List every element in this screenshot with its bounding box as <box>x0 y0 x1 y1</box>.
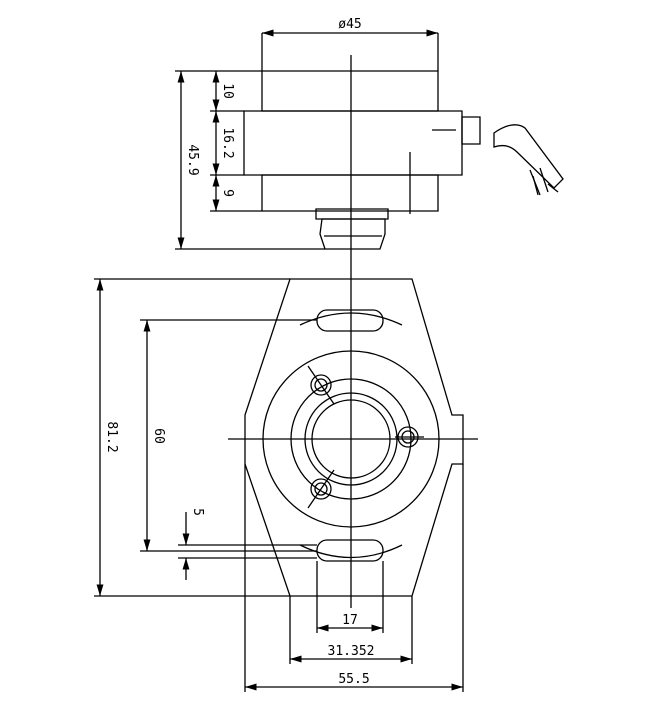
dim-slot-width: 5 <box>190 508 205 516</box>
top-dimensions <box>175 29 438 249</box>
dim-height-bottom: 9 <box>220 189 235 197</box>
connector-body <box>320 219 385 249</box>
dim-top-diameter: ø45 <box>338 17 361 32</box>
cylinder-top <box>262 71 438 111</box>
dim-slot-spacing: 60 <box>151 428 166 444</box>
body-outline <box>245 279 463 596</box>
dim-overall-width: 55.5 <box>338 672 369 687</box>
dim-height-total: 45.9 <box>185 144 200 175</box>
dim-slot-length: 17 <box>342 613 358 628</box>
cylinder-flange <box>244 111 462 175</box>
dim-base-width: 31.352 <box>328 644 375 659</box>
cable-stub <box>462 117 480 144</box>
dim-height-top: 10 <box>220 83 235 99</box>
bolt-hole-1 <box>311 375 331 395</box>
top-view <box>244 71 563 249</box>
cylinder-bottom <box>262 175 438 211</box>
dim-height-mid: 16.2 <box>220 127 235 158</box>
bottom-view <box>245 279 463 596</box>
bolt-hole-3 <box>311 479 331 499</box>
cable-icon <box>494 125 563 195</box>
bottom-dimensions <box>94 279 463 692</box>
dim-overall-height: 81.2 <box>104 421 119 452</box>
